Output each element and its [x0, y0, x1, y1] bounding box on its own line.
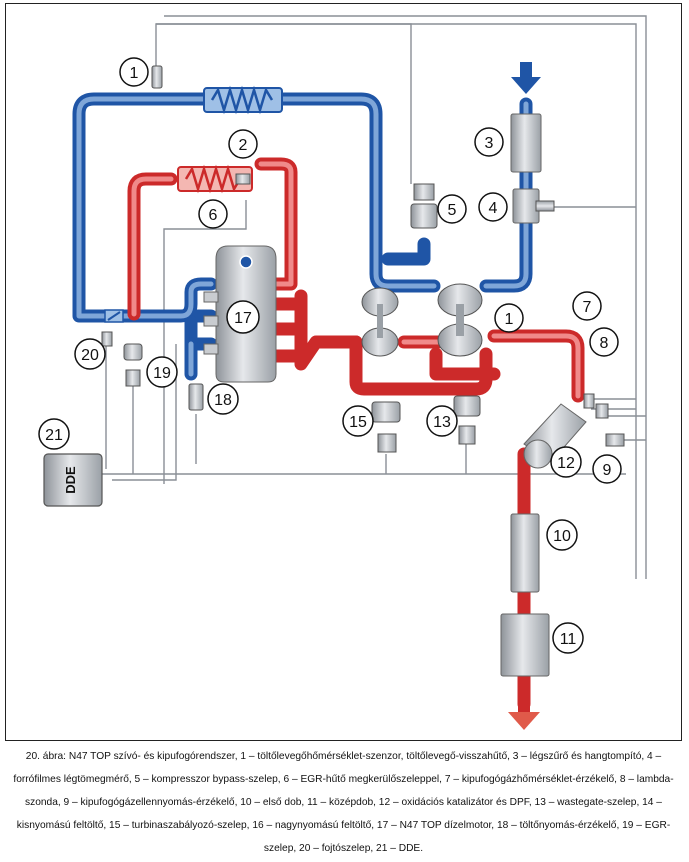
callout-label: 12 [557, 455, 575, 472]
callout-1a: 1 [119, 57, 149, 87]
charge-air-cooler [203, 85, 283, 115]
callout-label: 1 [505, 311, 514, 328]
intake-exhaust-diagram: DDE 1 2 3 4 5 6 7 [38, 15, 647, 730]
wastegate-valve [453, 395, 481, 445]
callout-20: 20 [74, 338, 106, 370]
boost-pressure-sensor [188, 383, 204, 411]
callout-label: 18 [214, 392, 232, 409]
intake-arrow-icon [511, 62, 541, 94]
center-muffler [500, 613, 550, 677]
exhaust-arrow-icon [508, 699, 540, 730]
callout-4: 4 [478, 192, 508, 222]
callout-8: 8 [589, 327, 619, 357]
callout-13: 13 [426, 405, 458, 437]
callout-label: 19 [153, 365, 171, 382]
callout-18: 18 [207, 383, 239, 415]
callout-label: 21 [45, 427, 63, 444]
callout-15: 15 [342, 405, 374, 437]
callout-label: 3 [485, 135, 494, 152]
high-pressure-turbocharger [361, 287, 399, 357]
callout-label: 6 [209, 207, 218, 224]
figure-caption: 20. ábra: N47 TOP szívó- és kipufogórend… [13, 751, 674, 854]
callout-6: 6 [198, 199, 228, 229]
callout-17: 17 [226, 300, 260, 334]
charge-air-temp-sensor [151, 65, 163, 89]
callout-label: 4 [489, 200, 498, 217]
callout-21: 21 [38, 418, 70, 450]
diagram-frame: DDE 1 2 3 4 5 6 7 [5, 3, 682, 741]
dde-unit-label: DDE [63, 466, 78, 494]
low-pressure-turbocharger [437, 283, 483, 357]
intake-pipes [72, 92, 533, 381]
egr-cooler [177, 164, 253, 194]
callout-label: 2 [239, 137, 248, 154]
callout-3: 3 [474, 127, 504, 157]
exhaust-gas-temp-sensor [583, 393, 595, 409]
egr-valve [123, 343, 143, 387]
callout-label: 11 [560, 631, 577, 648]
callout-9: 9 [592, 454, 622, 484]
front-muffler [510, 513, 540, 593]
throttle-valve [101, 309, 124, 347]
callout-1b: 1 [494, 303, 524, 333]
callout-11: 11 [552, 622, 584, 654]
callout-19: 19 [146, 356, 178, 388]
callout-label: 5 [448, 202, 457, 219]
callout-label: 8 [600, 335, 609, 352]
air-filter [510, 113, 542, 173]
callout-10: 10 [546, 519, 578, 551]
callout-label: 10 [553, 528, 571, 545]
callout-label: 17 [234, 310, 252, 327]
callout-label: 15 [349, 414, 367, 431]
callouts: 1 2 3 4 5 6 7 8 [38, 57, 622, 654]
callout-2: 2 [228, 129, 258, 159]
exhaust-back-pressure-sensor [605, 433, 625, 447]
mass-air-flow-sensor [512, 188, 555, 224]
catalyst-dpf [523, 403, 587, 469]
callout-label: 13 [433, 414, 451, 431]
turbine-control-valve [371, 401, 401, 453]
callout-label: 1 [130, 65, 139, 82]
exhaust-pipes [127, 157, 585, 711]
callout-label: 20 [81, 347, 99, 364]
lambda-sensor [595, 403, 609, 419]
callout-label: 7 [583, 299, 592, 316]
callout-label: 9 [603, 462, 612, 479]
callout-5: 5 [437, 194, 467, 224]
compressor-bypass-valve [410, 183, 438, 229]
callout-12: 12 [550, 446, 582, 478]
callout-7: 7 [572, 291, 602, 321]
dde-unit: DDE [43, 453, 103, 507]
